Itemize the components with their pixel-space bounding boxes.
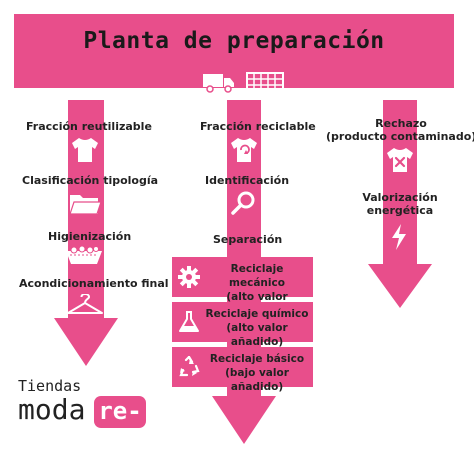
brand-re-badge: re-: [94, 396, 146, 428]
tshirt-icon: [72, 138, 98, 162]
recycle-shirt-icon: [231, 138, 257, 162]
step-label: Acondicionamiento final: [19, 277, 169, 290]
truck-icon: [203, 74, 234, 93]
box-title: Reciclaje químico: [205, 308, 309, 320]
step-label: Clasificación tipología: [22, 174, 159, 187]
header-banner: Planta de preparación: [14, 14, 454, 93]
left-flow-arrow: [54, 100, 118, 366]
page-title: Planta de preparación: [83, 28, 385, 54]
step-label-line1: Valorización: [362, 191, 438, 204]
basin-icon: [66, 246, 102, 264]
recycling-box-mechanical: Reciclaje mecánico (alto valor añadido): [172, 257, 313, 317]
box-subtitle: (alto valor añadido): [226, 322, 288, 348]
folder-icon: [69, 195, 102, 215]
hanger-icon: [67, 294, 103, 314]
box-title: Reciclaje mecánico: [229, 263, 285, 289]
step-label: Identificación: [205, 174, 290, 187]
step-label: Higienización: [48, 230, 132, 243]
step-label: Fracción reutilizable: [26, 120, 152, 133]
recycle-icon: [179, 356, 200, 377]
step-label: Rechazo (producto contaminado): [326, 117, 474, 143]
rejected-shirt-icon: [387, 148, 413, 172]
crate-icon: [246, 72, 284, 92]
box-subtitle: (bajo valor añadido): [225, 367, 289, 393]
step-label-line1: Rechazo: [375, 117, 427, 130]
step-label-line2: energética: [366, 204, 434, 217]
flask-icon: [179, 311, 199, 332]
gear-icon: [178, 266, 200, 288]
step-label: Valorización energética: [350, 191, 450, 217]
step-label: Separación: [213, 233, 283, 246]
magnifier-icon: [231, 191, 255, 215]
step-label-line2: (producto contaminado): [326, 130, 474, 143]
lightning-icon: [392, 224, 406, 250]
recycling-box-basic: Reciclaje básico (bajo valor añadido): [172, 347, 313, 393]
box-title: Reciclaje básico: [209, 353, 305, 365]
brand-tagline: Tiendas: [18, 377, 82, 395]
brand-moda: moda: [18, 393, 86, 426]
right-flow-arrow: [368, 100, 432, 308]
step-label: Fracción reciclable: [200, 120, 316, 133]
recycling-box-chemical: Reciclaje químico (alto valor añadido): [172, 302, 313, 348]
